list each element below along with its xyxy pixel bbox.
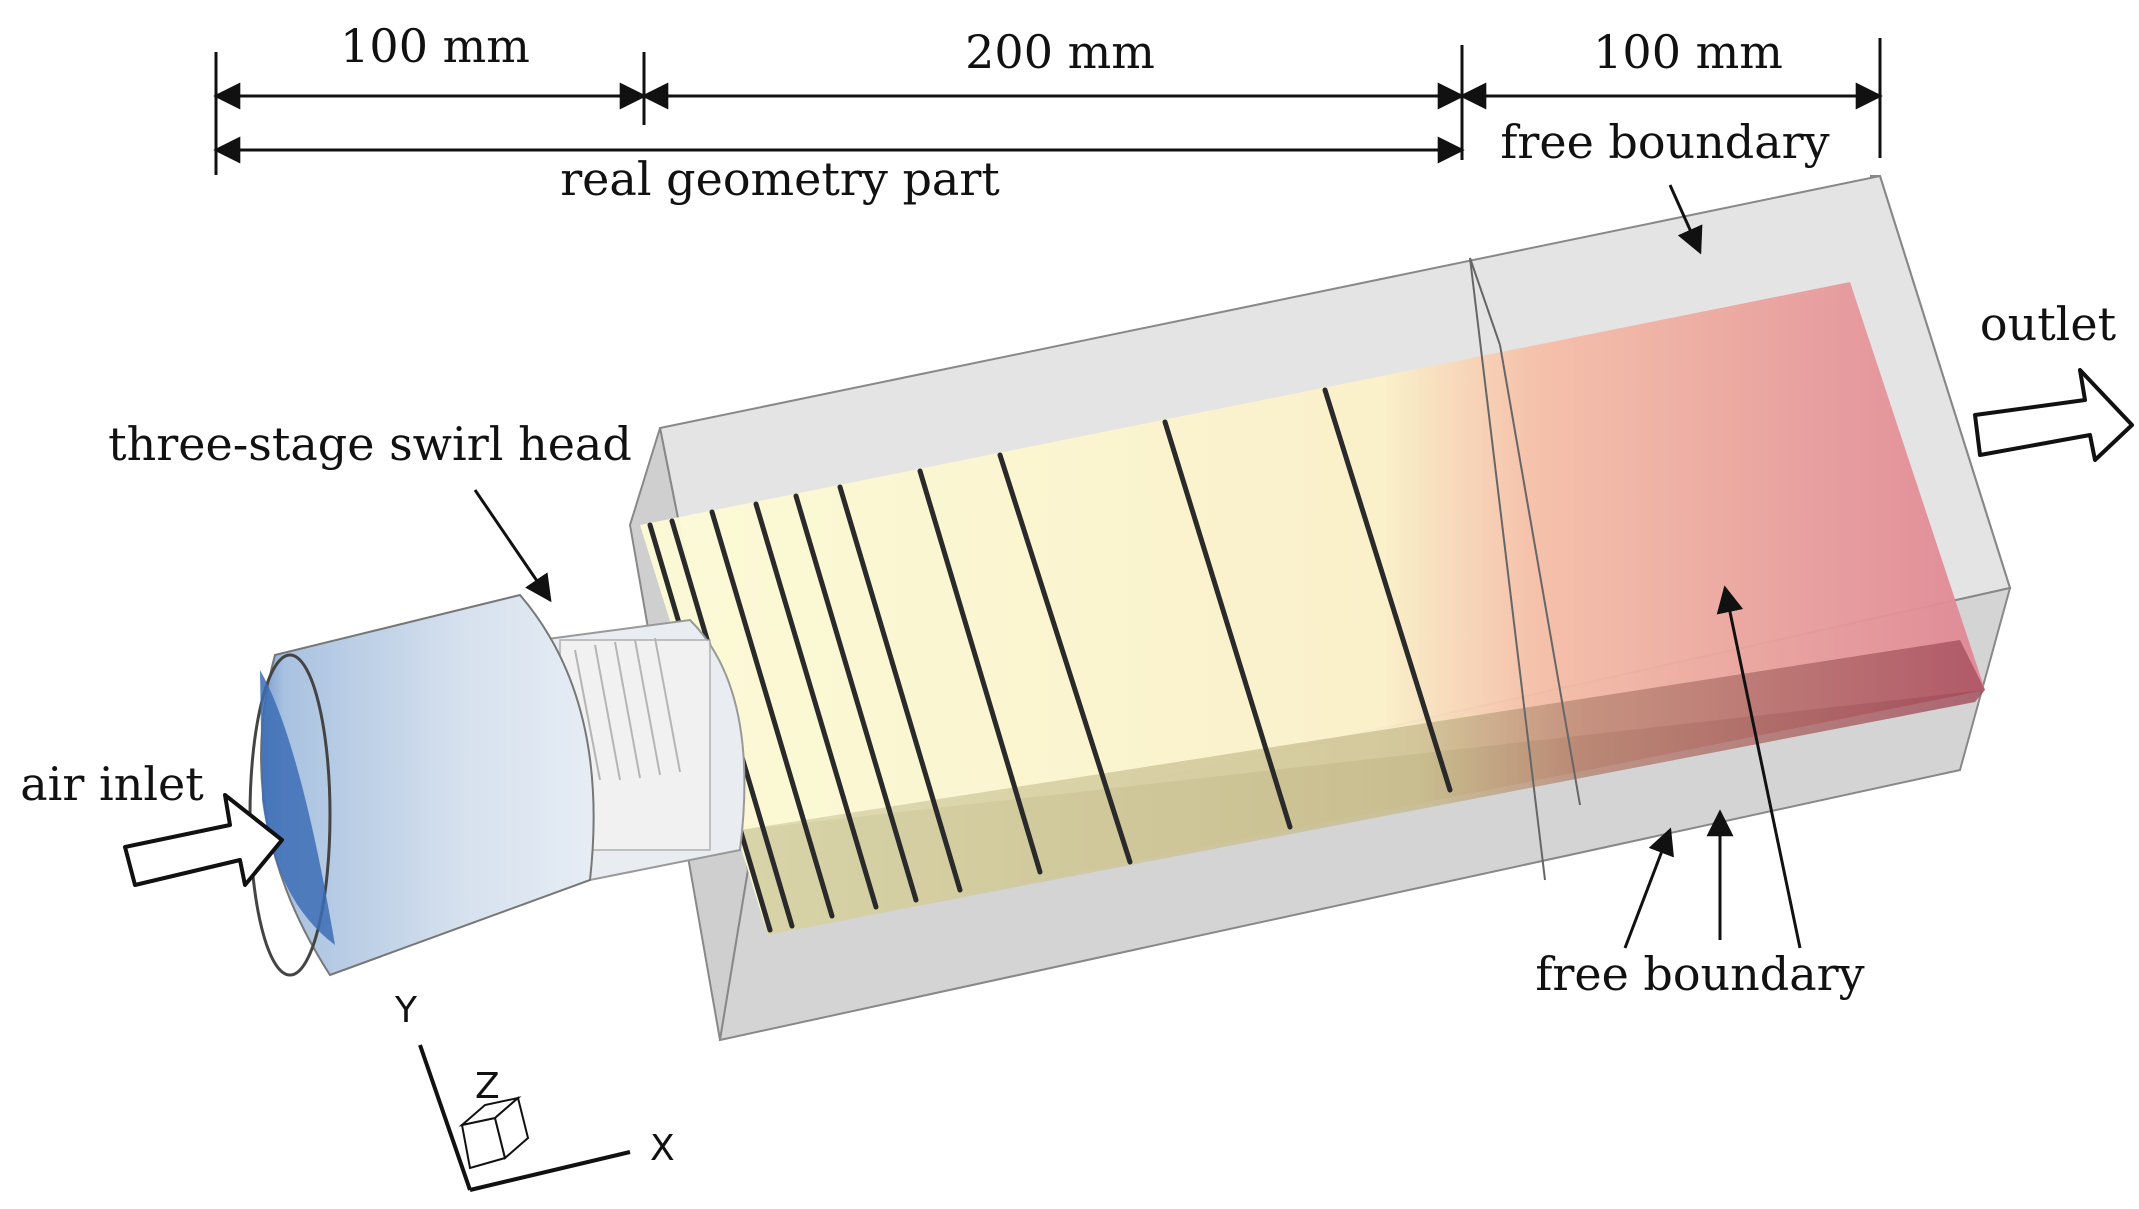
text-labels: 100 mm 200 mm 100 mm real geometry part …: [20, 19, 2116, 1001]
stripe-line: [917, 468, 1043, 875]
leader-free-top: [1668, 184, 1703, 255]
vane-line: [614, 641, 641, 779]
outlet-arrow-shape: [1973, 368, 2134, 462]
section-edge: [1499, 344, 1581, 806]
leader-swirl: [473, 489, 552, 603]
air-inlet-label: air inlet: [20, 757, 204, 811]
stripe-line: [1322, 387, 1453, 793]
stripe-line: [997, 452, 1133, 865]
dim-span-label: real geometry part: [560, 152, 1000, 206]
dim-left-label: 100 mm: [340, 19, 530, 73]
leader-bottom-3: [1716, 585, 1802, 949]
stripe-line: [753, 501, 879, 910]
vane-line: [634, 639, 661, 776]
slice-plane: [640, 282, 1985, 935]
leader-arrows: [473, 184, 1802, 949]
z-axis-cube: [458, 1096, 530, 1170]
axis-triad: Y Z X: [394, 990, 675, 1192]
inlet-arrow: [123, 793, 284, 887]
box-edge: [1879, 175, 2011, 589]
swirl-head-label: three-stage swirl head: [108, 417, 632, 471]
y-axis-line: [418, 1044, 472, 1191]
slice-lower-band: [740, 640, 1985, 935]
axis-z-label: Z: [475, 1066, 500, 1107]
vane-line: [594, 644, 621, 781]
slice-top: [640, 282, 1985, 935]
section-edge: [1469, 257, 1501, 346]
free-boundary-top-label: free boundary: [1500, 115, 1829, 169]
swirl-head: [248, 593, 746, 977]
stripe-line: [793, 493, 919, 903]
inlet-arrow-shape: [123, 793, 284, 887]
stripe-line: [1162, 419, 1293, 830]
vane-lines: [574, 637, 681, 781]
leader-bottom-1: [1623, 827, 1674, 949]
dim-middle-label: 200 mm: [965, 25, 1155, 79]
axis-y-label: Y: [394, 990, 418, 1031]
outlet-label: outlet: [1980, 297, 2117, 351]
free-boundary-bottom-label: free boundary: [1535, 947, 1864, 1001]
axis-x-label: X: [650, 1128, 675, 1169]
vane-line: [574, 649, 601, 781]
section-edge: [1469, 257, 1546, 881]
cube-side: [493, 1096, 530, 1160]
inlet-cylinder: [260, 593, 595, 977]
outlet-arrow: [1973, 368, 2134, 462]
x-axis-line: [469, 1150, 631, 1192]
stripe-line: [709, 509, 835, 919]
free-boundary-section: [1469, 257, 1581, 881]
inlet-face-shade: [260, 670, 335, 945]
vane-line: [654, 637, 681, 773]
dim-right-label: 100 mm: [1593, 25, 1783, 79]
stripe-line: [837, 484, 963, 893]
dimension-lines: [213, 38, 1883, 175]
